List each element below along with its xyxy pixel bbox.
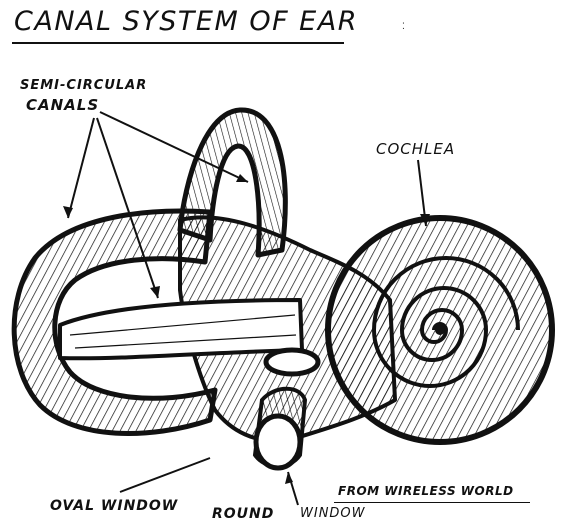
title-underline bbox=[12, 42, 344, 44]
pointer-oval-window bbox=[120, 458, 210, 492]
label-semicircular-line2: CANALS bbox=[26, 96, 99, 114]
label-cochlea: COCHLEA bbox=[376, 140, 455, 158]
page-title: CANAL SYSTEM OF EAR bbox=[14, 6, 358, 37]
round-window bbox=[256, 416, 300, 468]
oval-window bbox=[266, 350, 318, 374]
credit-underline bbox=[334, 502, 530, 503]
label-oval-window: OVAL WINDOW bbox=[50, 498, 178, 514]
specks: ⁚ bbox=[402, 22, 405, 32]
label-semicircular-line1: SEMI-CIRCULAR bbox=[20, 78, 147, 93]
label-round: ROUND bbox=[212, 506, 274, 522]
label-window: WINDOW bbox=[300, 506, 366, 521]
pointer-semicircular-b bbox=[97, 118, 158, 298]
source-credit: FROM WIRELESS WORLD bbox=[338, 484, 514, 498]
pointer-semicircular-a bbox=[68, 118, 94, 218]
horizontal-canal-tube bbox=[60, 300, 302, 358]
